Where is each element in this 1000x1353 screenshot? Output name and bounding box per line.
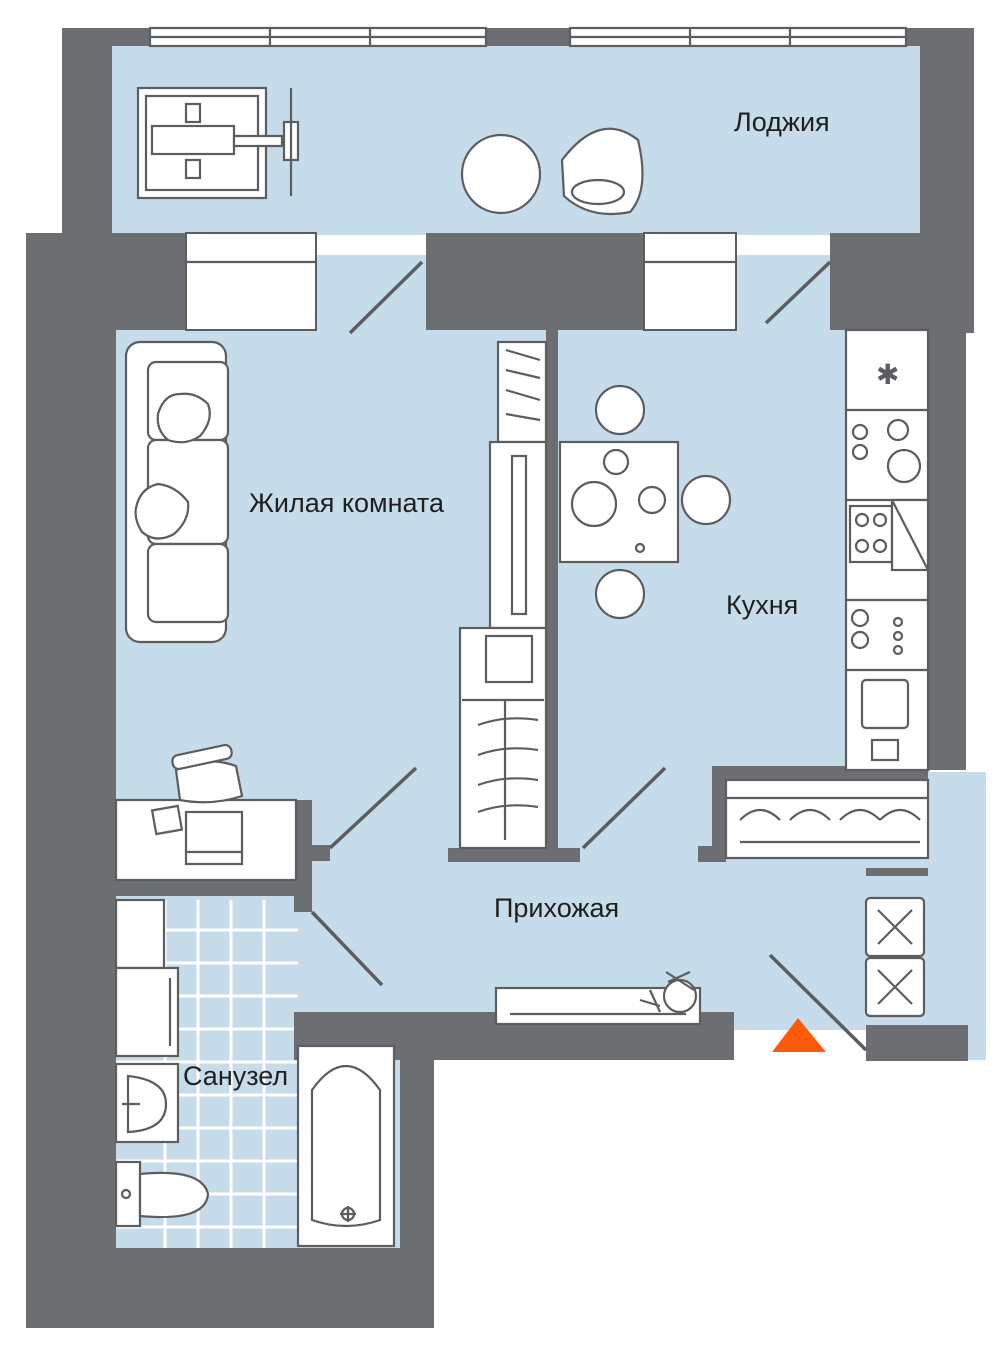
bathtub [296, 1044, 396, 1248]
wall-niches [185, 232, 737, 331]
kitchen-counter: ✱ [844, 328, 930, 772]
stove-icon [848, 504, 894, 564]
hallway-bench [494, 970, 702, 1026]
shoe-cabinet [864, 896, 926, 1018]
desk [114, 743, 298, 882]
room-labels: Лоджия Жилая комната Кухня Прихожая Сану… [183, 107, 830, 1091]
bookshelf [496, 340, 548, 444]
loggia-armchair [560, 127, 644, 216]
tv-stand [488, 440, 548, 630]
desk-chair [171, 743, 244, 804]
exercise-bench [136, 86, 300, 200]
wardrobe [458, 626, 548, 850]
chair-right [680, 474, 732, 526]
doors [310, 260, 868, 1052]
room-label-hallway: Прихожая [494, 893, 619, 923]
washing-machine [114, 898, 180, 1058]
room-label-bathroom: Санузел [183, 1061, 288, 1091]
doorway-floor-1 [316, 255, 426, 335]
fridge-freezer-icon: ✱ [876, 358, 899, 391]
toilet [114, 1160, 210, 1228]
sink-icon [860, 678, 910, 730]
bathroom-sink [114, 1062, 180, 1144]
sofa [124, 340, 230, 644]
room-label-kitchen: Кухня [726, 590, 798, 620]
room-label-loggia: Лоджия [734, 107, 830, 137]
doorway-floor-2 [736, 255, 831, 335]
chair-top [594, 384, 646, 436]
dining-table [558, 384, 732, 620]
entrance-arrow-icon [772, 1018, 826, 1052]
room-label-living-room: Жилая комната [249, 488, 445, 518]
hallway-closet [724, 778, 930, 860]
loggia-round-table [460, 133, 542, 215]
hallway-extension-floor [928, 772, 986, 1060]
chair-bottom [594, 568, 646, 620]
windows [148, 26, 908, 48]
